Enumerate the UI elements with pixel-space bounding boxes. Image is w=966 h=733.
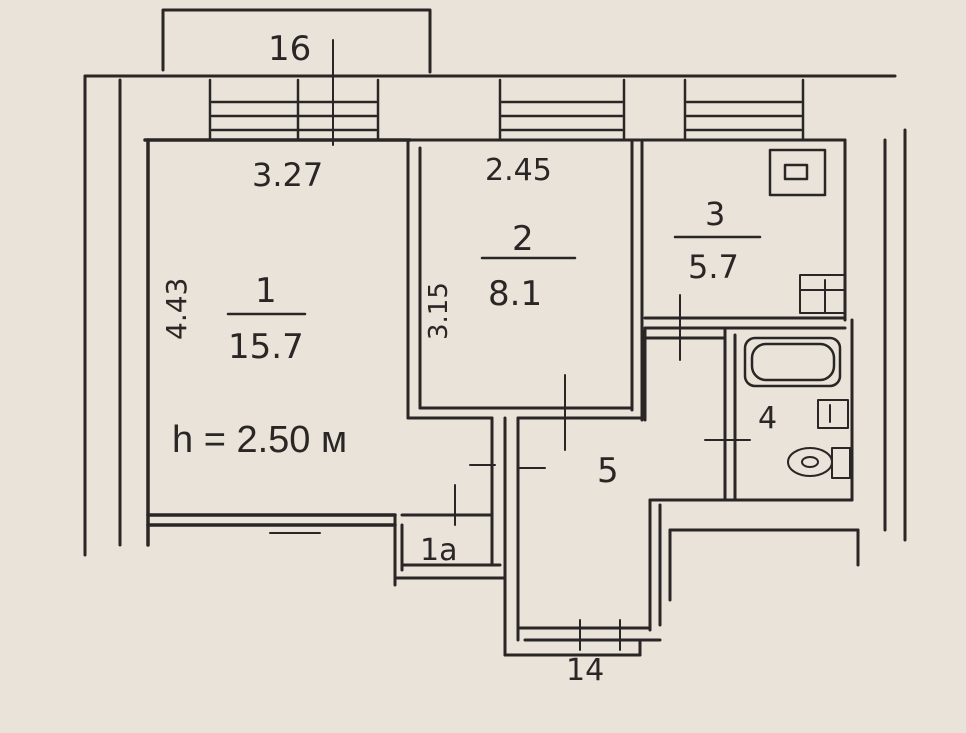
ceiling-height-label: h = 2.50 м [172, 419, 347, 461]
dimension-room1-width: 3.27 [252, 156, 323, 194]
washbasin [817, 399, 849, 429]
marker-14: 14 [566, 653, 604, 688]
window-kitchen [683, 78, 805, 140]
kitchen-sink [799, 274, 846, 314]
room-4-number: 4 [758, 401, 777, 436]
stove [768, 148, 827, 197]
outer-wall-right [668, 128, 907, 602]
dimension-room2-width: 2.45 [485, 153, 552, 188]
room-2-number: 2 [512, 219, 534, 259]
room-2-area: 8.1 [488, 274, 542, 314]
dimension-ticks [269, 294, 751, 651]
window-room-1 [208, 78, 380, 140]
room-4-walls [723, 318, 854, 502]
top-landing-box [161, 8, 432, 74]
room-1-area: 15.7 [228, 327, 304, 367]
toilet [787, 447, 851, 479]
room-3-walls [640, 138, 847, 330]
room-1-number: 1 [255, 271, 277, 311]
dimension-room2-depth: 3.15 [424, 282, 454, 340]
window-room-2 [498, 78, 626, 140]
room-2-walls [406, 138, 644, 422]
area-fraction-bars [226, 235, 762, 316]
room-1-walls [143, 138, 412, 547]
outer-wall-top [83, 74, 897, 557]
room-5-walls [490, 328, 727, 657]
storage-1a-walls [393, 513, 507, 587]
dimension-room1-depth: 4.43 [160, 278, 193, 340]
storage-1a-label: 1a [420, 533, 457, 568]
bathtub [743, 336, 842, 388]
room-3-area: 5.7 [688, 248, 739, 286]
marker-16: 16 [268, 29, 311, 69]
room-3-number: 3 [705, 195, 725, 233]
room-5-number: 5 [597, 451, 619, 491]
